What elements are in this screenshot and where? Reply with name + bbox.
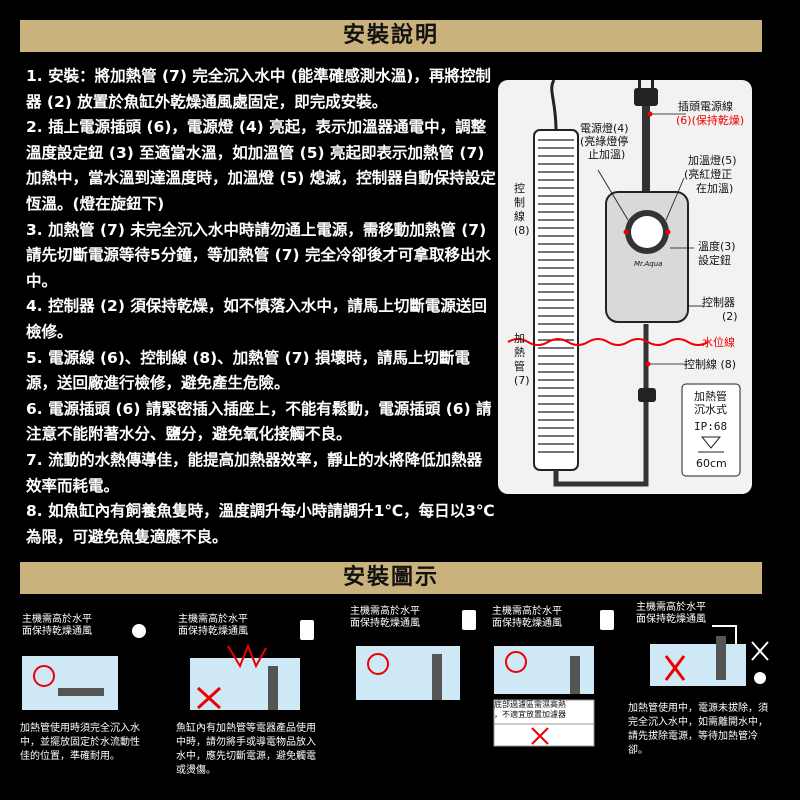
heat-lamp-label: 加溫燈(5): [688, 154, 737, 167]
panel-2-desc: 魚缸內有加熱管等電器產品使用中時，請勿將手或導電物品放入水中，應先切斷電源，避免…: [176, 723, 316, 776]
panel-4-illustration: [493, 610, 614, 747]
temp-knob-label-2: 設定鈕: [698, 254, 731, 267]
heater-vertical-label: 加熱管(7): [514, 332, 530, 387]
install-instructions-banner: 安裝說明: [20, 20, 762, 52]
controller-number: (2): [722, 310, 738, 323]
controller-label: 控制器: [702, 296, 735, 309]
panel-1-desc: 加熱管使用時須完全沉入水中，並擺放固定於水流動性佳的位置，準確耐用。: [20, 723, 140, 762]
heater-type-label-2: 沉水式: [694, 403, 727, 416]
heater-illustration: [507, 80, 741, 487]
heater-parts-diagram: 插頭電源線 (6)(保持乾燥) 電源燈(4) (亮綠燈停 止加溫) 加溫燈(5)…: [498, 80, 752, 494]
heater-type-label: 加熱管: [694, 390, 727, 403]
panel-2-caption: 主機需高於水平 面保持乾燥通風: [178, 614, 248, 637]
step-1: 1. 安裝：將加熱管 (7) 完全沉入水中 (能準確感測水溫)，再將控制器 (2…: [26, 67, 491, 111]
brand-logo: Mr.Aqua: [634, 260, 663, 268]
step-6: 6. 電源插頭 (6) 請緊密插入插座上，不能有鬆動，電源插頭 (6) 請注意不…: [26, 399, 492, 444]
heat-lamp-note-2: 在加溫): [696, 182, 734, 195]
panel-3-illustration: [356, 610, 476, 700]
step-4: 4. 控制器 (2) 須保持乾燥，如不慎落入水中，請馬上切斷電源送回檢修。: [26, 297, 487, 341]
depth-rating: 60cm: [696, 457, 727, 470]
control-line-vertical-label: 控制線(8): [514, 182, 530, 237]
install-diagram-banner: 安裝圖示: [20, 562, 762, 594]
panel-5-illustration: [650, 625, 769, 686]
power-lamp-label: 電源燈(4): [580, 122, 629, 135]
step-3: 3. 加熱管 (7) 未完全沉入水中時請勿通上電源，需移動加熱管 (7) 請先切…: [26, 220, 492, 290]
panel-4-note: 底部過濾區需濕高熱 ，不適宜放置加濾器: [494, 700, 566, 719]
temp-knob-label: 溫度(3): [698, 240, 736, 253]
panel-2-illustration: [190, 620, 314, 710]
install-steps-list: 1. 安裝：將加熱管 (7) 完全沉入水中 (能準確感測水溫)，再將控制器 (2…: [26, 64, 496, 550]
control-line-label: 控制線 (8): [684, 358, 737, 371]
plug-line-note: (6)(保持乾燥): [676, 114, 745, 127]
water-level-label: 水位線: [702, 336, 735, 349]
panel-5-desc: 加熱管使用中，電源未拔除，須完全沉入水中，如需離開水中，請先拔除電源，等待加熱管…: [628, 703, 768, 756]
step-2: 2. 插上電源插頭 (6)，電源燈 (4) 亮起，表示加溫器通電中，調整溫度設定…: [26, 118, 496, 213]
panel-4-caption: 主機需高於水平 面保持乾燥通風: [492, 606, 562, 629]
step-7: 7. 流動的水熱傳導佳，能提高加熱器效率，靜止的水將降低加熱器效率而耗電。: [26, 450, 483, 495]
power-lamp-note-2: 止加溫): [588, 148, 626, 161]
panel-3-caption: 主機需高於水平 面保持乾燥通風: [350, 606, 420, 629]
power-lamp-note: (亮綠燈停: [580, 135, 629, 148]
plug-line-label: 插頭電源線: [678, 100, 733, 113]
ip-rating: IP:68: [694, 420, 728, 433]
panel-1-illustration: [22, 624, 146, 710]
heat-lamp-note: (亮紅燈正: [684, 168, 733, 181]
panel-5-caption: 主機需高於水平 面保持乾燥通風: [636, 602, 706, 625]
step-5: 5. 電源線 (6)、控制線 (8)、加熱管 (7) 損壞時，請馬上切斷電源，送…: [26, 348, 471, 393]
panel-1-caption: 主機需高於水平 面保持乾燥通風: [22, 614, 92, 637]
step-8: 8. 如魚缸內有飼養魚隻時，溫度調升每小時請調升1℃，每日以3℃為限，可避免魚隻…: [26, 502, 495, 546]
